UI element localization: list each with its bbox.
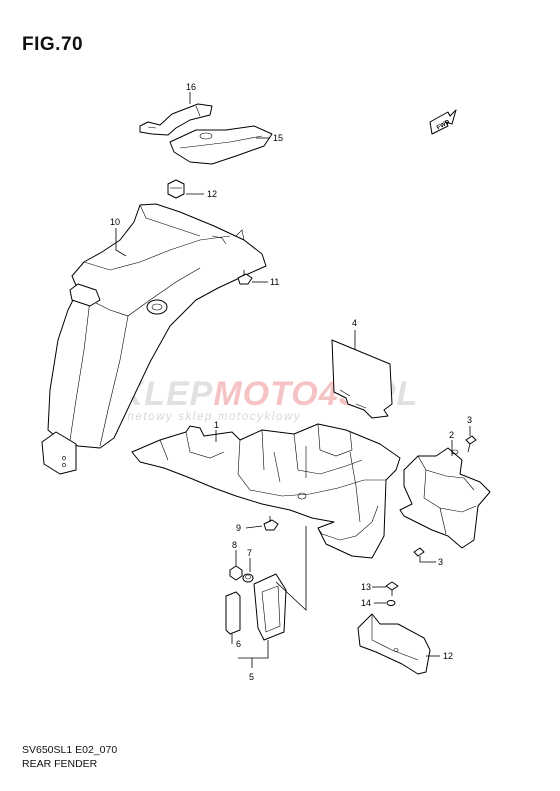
callout-9: 9 — [236, 523, 241, 533]
part-7-grommet — [242, 573, 254, 583]
callout-13: 12 — [443, 651, 453, 661]
part-5-holder — [253, 573, 287, 641]
forward-direction-arrow: FWD — [429, 109, 457, 135]
callout-4: 4 — [352, 318, 357, 328]
part-15-washer — [386, 600, 396, 606]
callout-1: 1 — [214, 420, 219, 430]
callout-6: 6 — [236, 639, 241, 649]
callout-16: 15 — [273, 133, 283, 143]
watermark-subtitle: internetowy sklep motocyklowy — [97, 411, 301, 423]
figure-title: FIG.70 — [22, 34, 84, 55]
part-14-screw — [385, 581, 399, 596]
callout-5: 5 — [249, 672, 254, 682]
part-9-clip — [263, 516, 279, 531]
part-4-plate — [331, 339, 393, 419]
part-8-nut — [229, 565, 243, 581]
part-3-screw-upper — [465, 435, 477, 453]
callout-11: 11 — [270, 277, 279, 287]
callout-12: 12 — [207, 189, 217, 199]
callout-3-lower: 3 — [438, 557, 443, 567]
part-2-bracket — [399, 447, 491, 549]
part-11-clip — [237, 270, 253, 285]
callout-7: 7 — [247, 548, 252, 558]
diagram-code: SV650SL1 E02_070 — [22, 744, 118, 756]
part-16-cover — [169, 125, 273, 165]
part-6-pad — [225, 591, 241, 635]
leader-lines — [115, 92, 471, 668]
callout-2: 2 — [449, 430, 454, 440]
callout-3-upper: 3 — [467, 415, 472, 425]
callout-numbers: 16 15 12 10 11 4 1 2 3 3 9 8 7 6 5 13 14… — [110, 82, 472, 682]
part-1-inner-fender-tray — [131, 423, 401, 559]
part-12-clip — [167, 179, 185, 199]
callout-8: 8 — [232, 540, 237, 550]
part-17-strap — [139, 103, 213, 136]
callout-15: 14 — [361, 598, 371, 608]
part-13-lower-guard — [357, 613, 431, 675]
diagram-name: REAR FENDER — [22, 758, 98, 770]
callout-14: 13 — [361, 582, 371, 592]
callout-17: 16 — [186, 82, 196, 92]
part-3-screw-lower — [413, 547, 428, 563]
part-10-rear-fender — [41, 203, 267, 475]
callout-10: 10 — [110, 217, 120, 227]
